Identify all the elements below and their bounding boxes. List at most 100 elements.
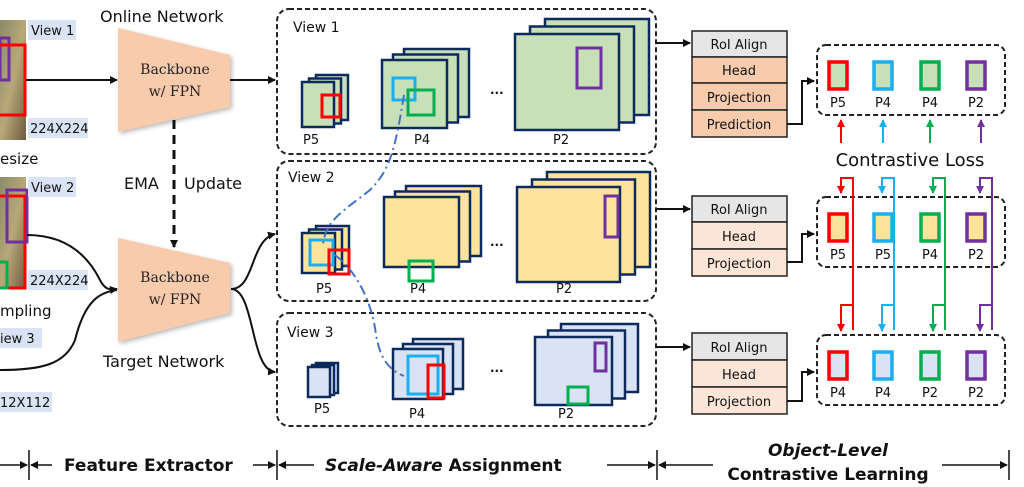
roi-align-label: RoI Align: [711, 38, 768, 53]
projection-block[interactable]: [691, 82, 788, 111]
curve-target-to-view3: [230, 288, 276, 376]
input-view-1: View 1 224X224: [0, 20, 89, 140]
head-label: Head: [722, 230, 756, 245]
view-3-ellipsis: ...: [490, 361, 504, 375]
online-network-title: Online Network: [100, 7, 224, 26]
view-1-level-p5: P5: [303, 133, 319, 148]
head-stack-online: RoI Align Head Projection Prediction: [691, 30, 788, 138]
view-1-p4-stack: [380, 47, 471, 130]
head-block[interactable]: [691, 359, 788, 388]
object-box: [426, 363, 446, 400]
output-level-label: P2: [968, 248, 984, 263]
output-level-label: P5: [830, 248, 846, 263]
online-backbone-label-1: Backbone: [140, 62, 210, 78]
target-backbone-label-1: Backbone: [140, 270, 210, 286]
view-1-size: 224X224: [30, 122, 89, 137]
arrow-head3-to-output3: [787, 368, 815, 402]
object-box: [603, 194, 620, 239]
green-box: [0, 260, 9, 290]
view-2-level-p5: P5: [316, 282, 332, 297]
output-level-label: P2: [968, 96, 984, 111]
view-2-level-p4: P4: [410, 282, 426, 297]
section-feature-extractor: Feature Extractor: [64, 456, 233, 476]
loss-arrow-down: [878, 177, 895, 330]
online-backbone[interactable]: [118, 28, 230, 132]
view-1-panel: [276, 8, 657, 155]
output-feature-box: [827, 350, 849, 381]
object-box: [327, 248, 351, 276]
roi-align-label: RoI Align: [711, 203, 768, 218]
projection-block[interactable]: [691, 248, 788, 277]
ema-label: EMA: [124, 174, 159, 193]
resize-label: esize: [0, 150, 38, 168]
target-backbone[interactable]: [118, 238, 230, 342]
head-stack-target-view2: RoI Align Head Projection: [691, 195, 788, 277]
head-block[interactable]: [691, 56, 788, 84]
loss-arrow-down: [837, 177, 854, 330]
loss-arrow-down: [976, 177, 993, 330]
view-2-ellipsis: ...: [490, 235, 504, 249]
feature-map-layer: [515, 185, 622, 284]
online-backbone-label-2: w/ FPN: [149, 84, 202, 100]
projection-label: Projection: [707, 91, 771, 106]
loss-arrow-down: [929, 177, 946, 330]
view-3-label: iew 3: [0, 332, 35, 347]
view-2-size: 224X224: [30, 274, 89, 289]
view-1-p5-stack: [300, 73, 350, 129]
output-panel-view2: [816, 196, 1006, 268]
output-feature-box: [872, 350, 894, 381]
feature-map-stacks: [300, 17, 652, 407]
view-3-p2-stack: [533, 322, 640, 407]
output-level-label: P4: [875, 96, 891, 111]
arrow-head1-to-output1: [787, 77, 815, 125]
curve-view3-to-target: [0, 289, 118, 371]
loss-arrow-to-view3: [837, 300, 854, 332]
target-network-title: Target Network: [102, 352, 225, 371]
object-box: [320, 93, 342, 119]
sampling-label: mpling: [0, 302, 52, 320]
output-panel-view3: [816, 334, 1006, 406]
output-feature-box: [919, 350, 941, 381]
head-label: Head: [722, 368, 756, 383]
output-feature-box: [919, 60, 941, 91]
object-box: [566, 385, 590, 406]
loss-arrow-to-view3: [976, 300, 993, 332]
head-stack-target-view3: RoI Align Head Projection: [691, 332, 788, 415]
correspondence-line-v2-v3: [334, 254, 405, 377]
view-1-p2-stack: [513, 17, 651, 132]
section-object-level: Object-Level: [768, 441, 889, 461]
section-scale-aware-assignment: Scale-Aware Assignment: [325, 456, 562, 476]
output-feature-box: [965, 212, 987, 243]
prediction-label: Prediction: [707, 118, 772, 133]
correspondence-line-v1-v2: [322, 94, 405, 246]
roi-align-block[interactable]: [691, 195, 788, 223]
object-box: [308, 238, 335, 267]
view-3-level-p4: P4: [409, 407, 425, 422]
view-1-level-p2: P2: [553, 133, 569, 148]
view-3-size: 12X112: [0, 396, 50, 411]
head-label: Head: [722, 64, 756, 79]
scale-aware-italic: Scale-Aware: [325, 456, 443, 476]
roi-align-block[interactable]: [691, 332, 788, 361]
output-feature-box: [965, 60, 987, 91]
output-level-label: P2: [968, 386, 984, 401]
section-scale-bar: [0, 450, 1010, 480]
purple-box: [5, 188, 29, 244]
view-2-p4-stack: [382, 184, 483, 283]
prediction-block[interactable]: [691, 109, 788, 138]
output-level-label: P5: [875, 248, 891, 263]
view-1-size-bg: [28, 118, 88, 138]
output-feature-box: [965, 350, 987, 381]
view-2-panel: [276, 160, 657, 302]
output-level-label: P4: [875, 386, 891, 401]
projection-label: Projection: [707, 395, 771, 410]
roi-align-label: RoI Align: [711, 341, 768, 356]
view-1-ellipsis: ...: [490, 83, 504, 97]
curve-view2-to-target: [26, 234, 118, 294]
projection-label: Projection: [707, 257, 771, 272]
contrastive-loss-label: Contrastive Loss: [836, 150, 985, 171]
output-feature-box: [827, 60, 849, 91]
